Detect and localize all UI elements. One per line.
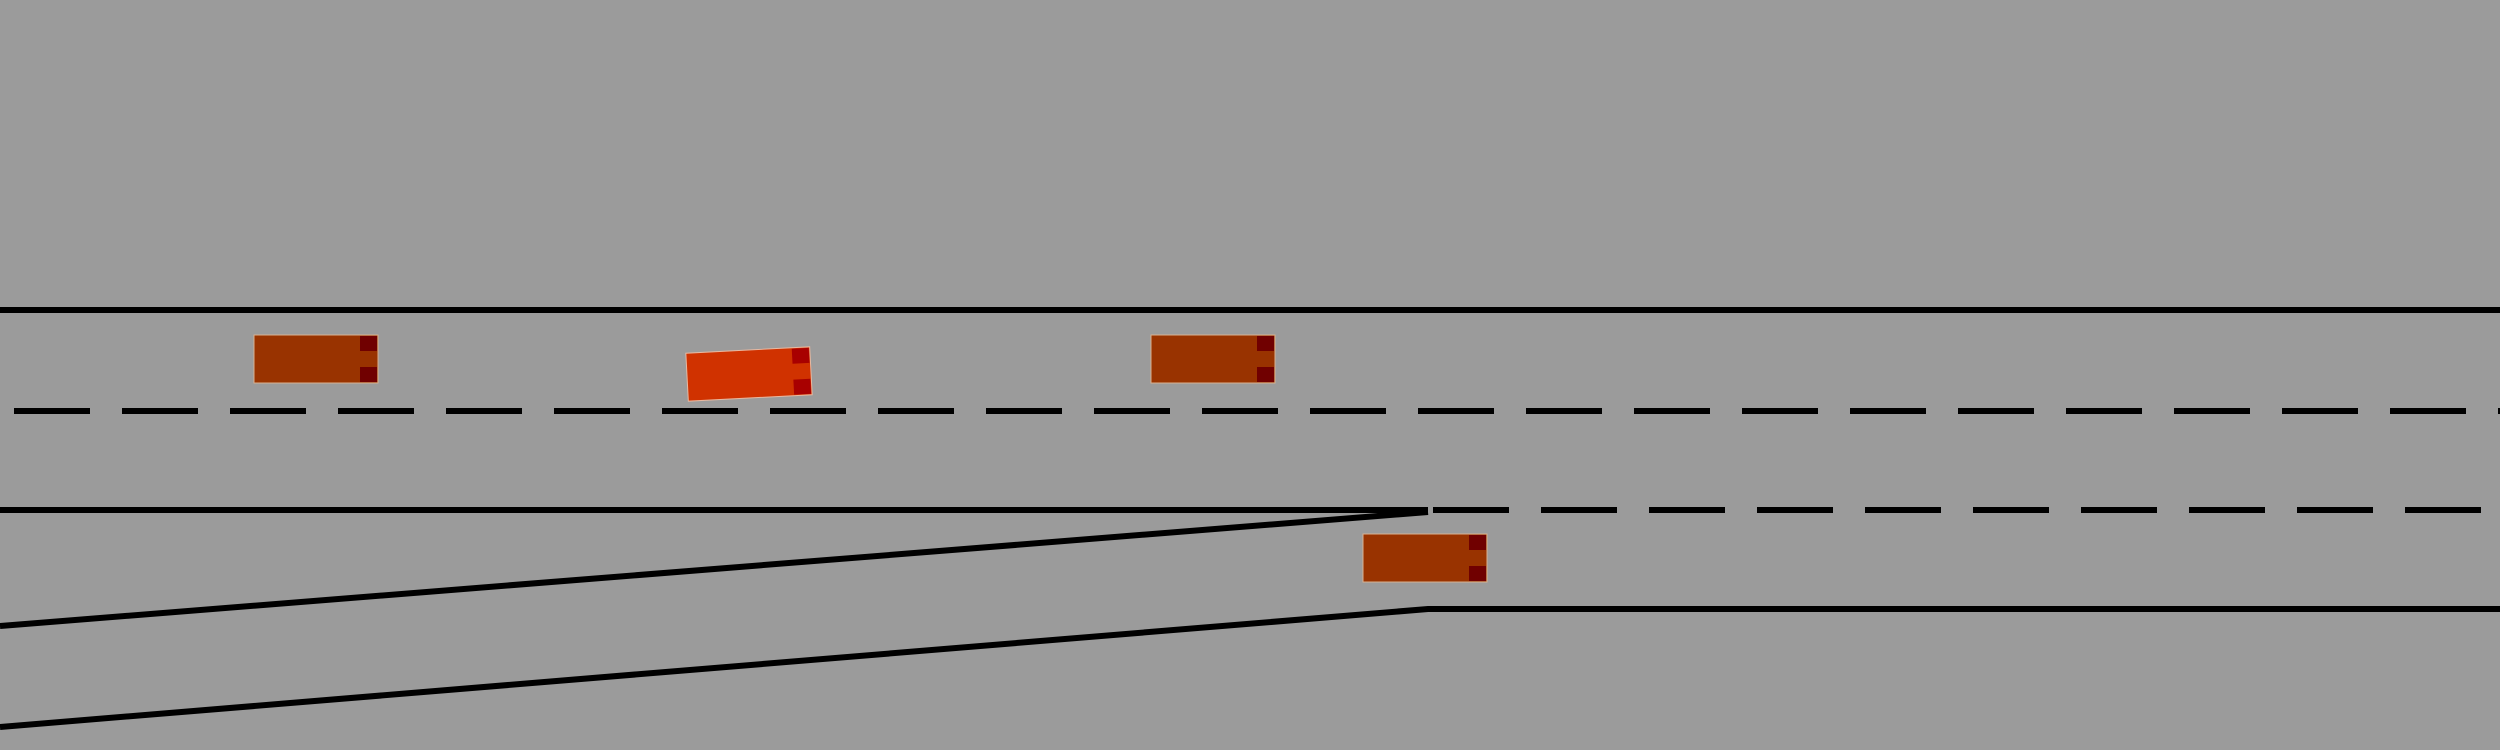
merge-lane-lower-edge	[0, 606, 2500, 730]
vehicle-body	[1362, 533, 1488, 583]
vehicle-1	[253, 334, 379, 384]
tail-light-icon	[1257, 367, 1274, 382]
tail-light-icon	[793, 378, 812, 395]
vehicle-3	[1362, 533, 1488, 583]
tail-light-icon	[791, 347, 810, 364]
tail-light-icon	[1469, 535, 1486, 550]
tail-light-icon	[360, 367, 377, 382]
vehicle-body	[1150, 334, 1276, 384]
tail-light-icon	[1257, 336, 1274, 351]
ego-vehicle	[685, 346, 813, 402]
tail-light-icon	[360, 336, 377, 351]
vehicle-2	[1150, 334, 1276, 384]
tail-light-icon	[1469, 566, 1486, 581]
vehicle-body	[253, 334, 379, 384]
merge-lane-upper-edge	[0, 509, 1429, 629]
vehicle-body	[685, 346, 813, 402]
